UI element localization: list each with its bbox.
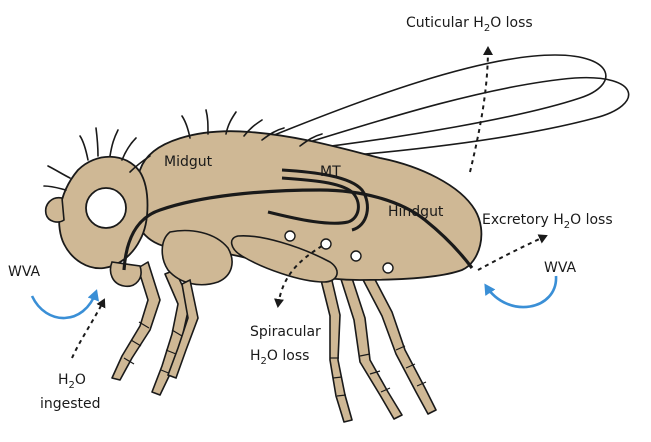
wva-right-label: WVA bbox=[544, 260, 577, 276]
wva-left-arrow bbox=[32, 292, 96, 318]
spiracular-loss-label-line2: H2O loss bbox=[250, 348, 309, 367]
fly-eye bbox=[86, 188, 126, 228]
mt-label: MT bbox=[320, 164, 341, 180]
wva-right-arrow bbox=[486, 276, 556, 307]
wva-arrows bbox=[32, 276, 556, 318]
ingested-label-line2: ingested bbox=[40, 396, 101, 412]
hindgut-label: Hindgut bbox=[388, 204, 444, 220]
legs bbox=[112, 262, 436, 422]
spiracular-loss-label-line1: Spiracular bbox=[250, 324, 321, 340]
midgut-label: Midgut bbox=[164, 154, 213, 170]
excretory-loss-label: Excretory H2O loss bbox=[482, 212, 613, 231]
excretory-arrow bbox=[478, 236, 546, 270]
fly-antenna bbox=[46, 198, 64, 222]
cuticular-loss-label: Cuticular H2O loss bbox=[406, 15, 533, 34]
ingested-label-line1: H2O bbox=[58, 372, 86, 391]
ingested-arrow bbox=[72, 300, 104, 358]
wva-left-label: WVA bbox=[8, 264, 41, 280]
